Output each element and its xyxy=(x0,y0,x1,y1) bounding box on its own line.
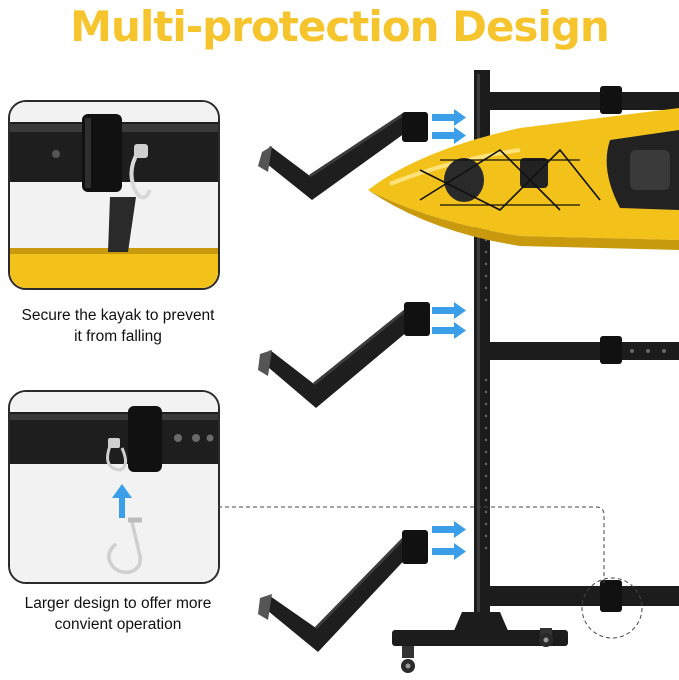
callout-line xyxy=(218,506,605,586)
page-title: Multi-protection Design xyxy=(70,2,610,51)
caption-secure-line-2: it from falling xyxy=(74,328,162,345)
callout-circle xyxy=(581,577,643,639)
caption-larger-line-1: Larger design to offer more xyxy=(24,595,212,612)
blue-arrow-icon xyxy=(432,109,466,560)
bottom-crossbar xyxy=(485,586,679,606)
top-crossbar xyxy=(485,92,679,110)
kayak-arm-top xyxy=(258,112,428,200)
inset-strap-closeup xyxy=(8,100,220,290)
loose-pin-icon xyxy=(107,517,143,575)
caster-wheel-left xyxy=(401,646,415,673)
caption-larger-line-2: convient operation xyxy=(54,616,182,633)
hook-pin-icon-installed xyxy=(106,438,127,472)
caption-larger: Larger design to offer more convient ope… xyxy=(0,593,236,635)
caption-secure: Secure the kayak to prevent it from fall… xyxy=(0,305,236,347)
rack-base xyxy=(392,630,568,646)
inset-pin-closeup xyxy=(8,390,220,584)
up-arrow-icon xyxy=(112,484,132,518)
hook-pin-icon xyxy=(129,144,152,200)
caption-secure-line-1: Secure the kayak to prevent xyxy=(21,307,215,324)
caster-wheel-right xyxy=(539,628,553,647)
kayak xyxy=(368,108,679,250)
middle-crossbar xyxy=(485,342,679,360)
kayak-arm-bottom xyxy=(258,530,428,652)
kayak-arm-middle xyxy=(258,302,430,408)
